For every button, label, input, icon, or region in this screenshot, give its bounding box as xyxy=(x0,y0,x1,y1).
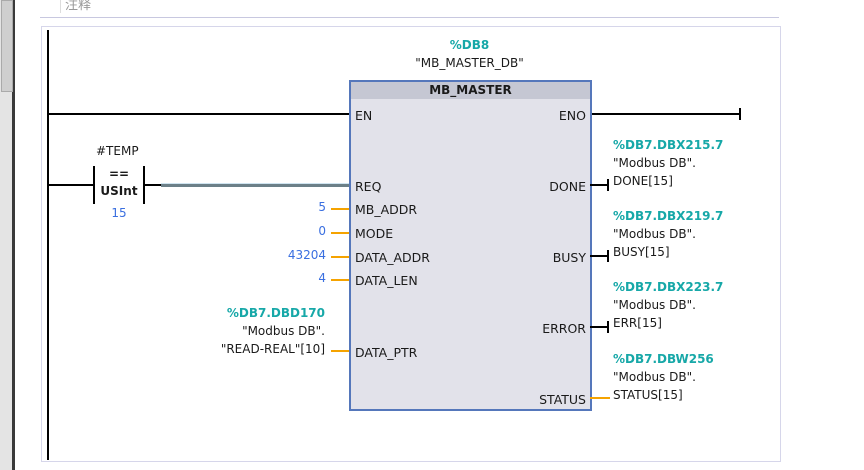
error-address: %DB7.DBX223.7 xyxy=(613,280,724,294)
pin-mode: MODE xyxy=(355,226,394,241)
status-address: %DB7.DBW256 xyxy=(613,352,714,366)
pin-en: EN xyxy=(355,108,373,123)
wire-tick xyxy=(607,250,609,262)
compare-value: 15 xyxy=(111,206,127,220)
pin-mb-addr: MB_ADDR xyxy=(355,202,418,217)
pin-status: STATUS xyxy=(539,392,586,407)
pin-eno: ENO xyxy=(558,108,586,123)
mode-value[interactable]: 0 xyxy=(318,224,326,238)
data-ptr-operand[interactable]: %DB7.DBD170 "Modbus DB". "READ-REAL"[10] xyxy=(180,304,325,358)
status-operand[interactable]: %DB7.DBW256 "Modbus DB". STATUS[15] xyxy=(613,350,714,404)
pin-data-addr: DATA_ADDR xyxy=(355,250,430,265)
done-operand[interactable]: %DB7.DBX215.7 "Modbus DB". DONE[15] xyxy=(613,136,723,190)
busy-wire xyxy=(590,255,608,257)
error-line2: ERR[15] xyxy=(613,316,662,330)
status-line1: "Modbus DB". xyxy=(613,370,696,384)
contact-wire-in xyxy=(48,184,94,186)
done-wire xyxy=(590,184,608,186)
req-wire xyxy=(161,183,349,187)
done-address: %DB7.DBX215.7 xyxy=(613,138,724,152)
data-addr-value[interactable]: 43204 xyxy=(287,248,326,262)
pin-req: REQ xyxy=(355,179,382,194)
busy-address: %DB7.DBX219.7 xyxy=(613,209,724,223)
mb-master-block[interactable]: MB_MASTER EN REQ MB_ADDR MODE DATA_ADDR … xyxy=(349,80,592,411)
pin-busy: BUSY xyxy=(552,250,586,265)
status-wire xyxy=(590,397,610,399)
wire xyxy=(331,208,349,210)
pin-data-ptr: DATA_PTR xyxy=(355,345,418,360)
left-scrollbar[interactable] xyxy=(0,0,15,470)
contact-bar-left xyxy=(93,166,95,204)
data-ptr-address: %DB7.DBD170 xyxy=(226,306,325,320)
block-title: MB_MASTER xyxy=(351,82,590,99)
data-ptr-line2: "READ-REAL"[10] xyxy=(220,342,325,356)
power-rail xyxy=(47,30,49,460)
scrollbar-thumb[interactable] xyxy=(1,0,13,92)
wire xyxy=(331,279,349,281)
error-operand[interactable]: %DB7.DBX223.7 "Modbus DB". ERR[15] xyxy=(613,278,723,332)
instance-db-name: "MB_MASTER_DB" xyxy=(415,56,524,70)
network-frame xyxy=(41,26,781,462)
wire xyxy=(331,256,349,258)
wire xyxy=(331,350,349,352)
compare-contact[interactable]: == USInt xyxy=(95,166,143,200)
compare-operator: == xyxy=(108,167,130,181)
instance-db-address: %DB8 xyxy=(449,38,490,52)
busy-line2: BUSY[15] xyxy=(613,245,670,259)
done-line1: "Modbus DB". xyxy=(613,156,696,170)
contact-bar-right xyxy=(143,166,145,204)
done-line2: DONE[15] xyxy=(613,174,673,188)
contact-wire-out xyxy=(145,184,161,186)
wire-tick xyxy=(607,321,609,333)
en-wire xyxy=(48,113,349,115)
contact-operand: #TEMP xyxy=(96,144,139,158)
divider xyxy=(40,17,779,18)
eno-wire xyxy=(590,113,740,115)
wire xyxy=(331,232,349,234)
error-wire xyxy=(590,326,608,328)
busy-line1: "Modbus DB". xyxy=(613,227,696,241)
busy-operand[interactable]: %DB7.DBX219.7 "Modbus DB". BUSY[15] xyxy=(613,207,723,261)
wire-tick xyxy=(607,179,609,191)
error-line1: "Modbus DB". xyxy=(613,298,696,312)
compare-type: USInt xyxy=(100,184,138,198)
network-comment[interactable]: 注释 xyxy=(60,0,91,13)
data-ptr-line1: "Modbus DB". xyxy=(242,324,325,338)
pin-done: DONE xyxy=(549,179,586,194)
status-line2: STATUS[15] xyxy=(613,388,683,402)
mb-addr-value[interactable]: 5 xyxy=(318,200,326,214)
pin-error: ERROR xyxy=(542,321,586,336)
wire-end xyxy=(739,108,741,120)
pin-data-len: DATA_LEN xyxy=(355,273,418,288)
data-len-value[interactable]: 4 xyxy=(318,271,326,285)
